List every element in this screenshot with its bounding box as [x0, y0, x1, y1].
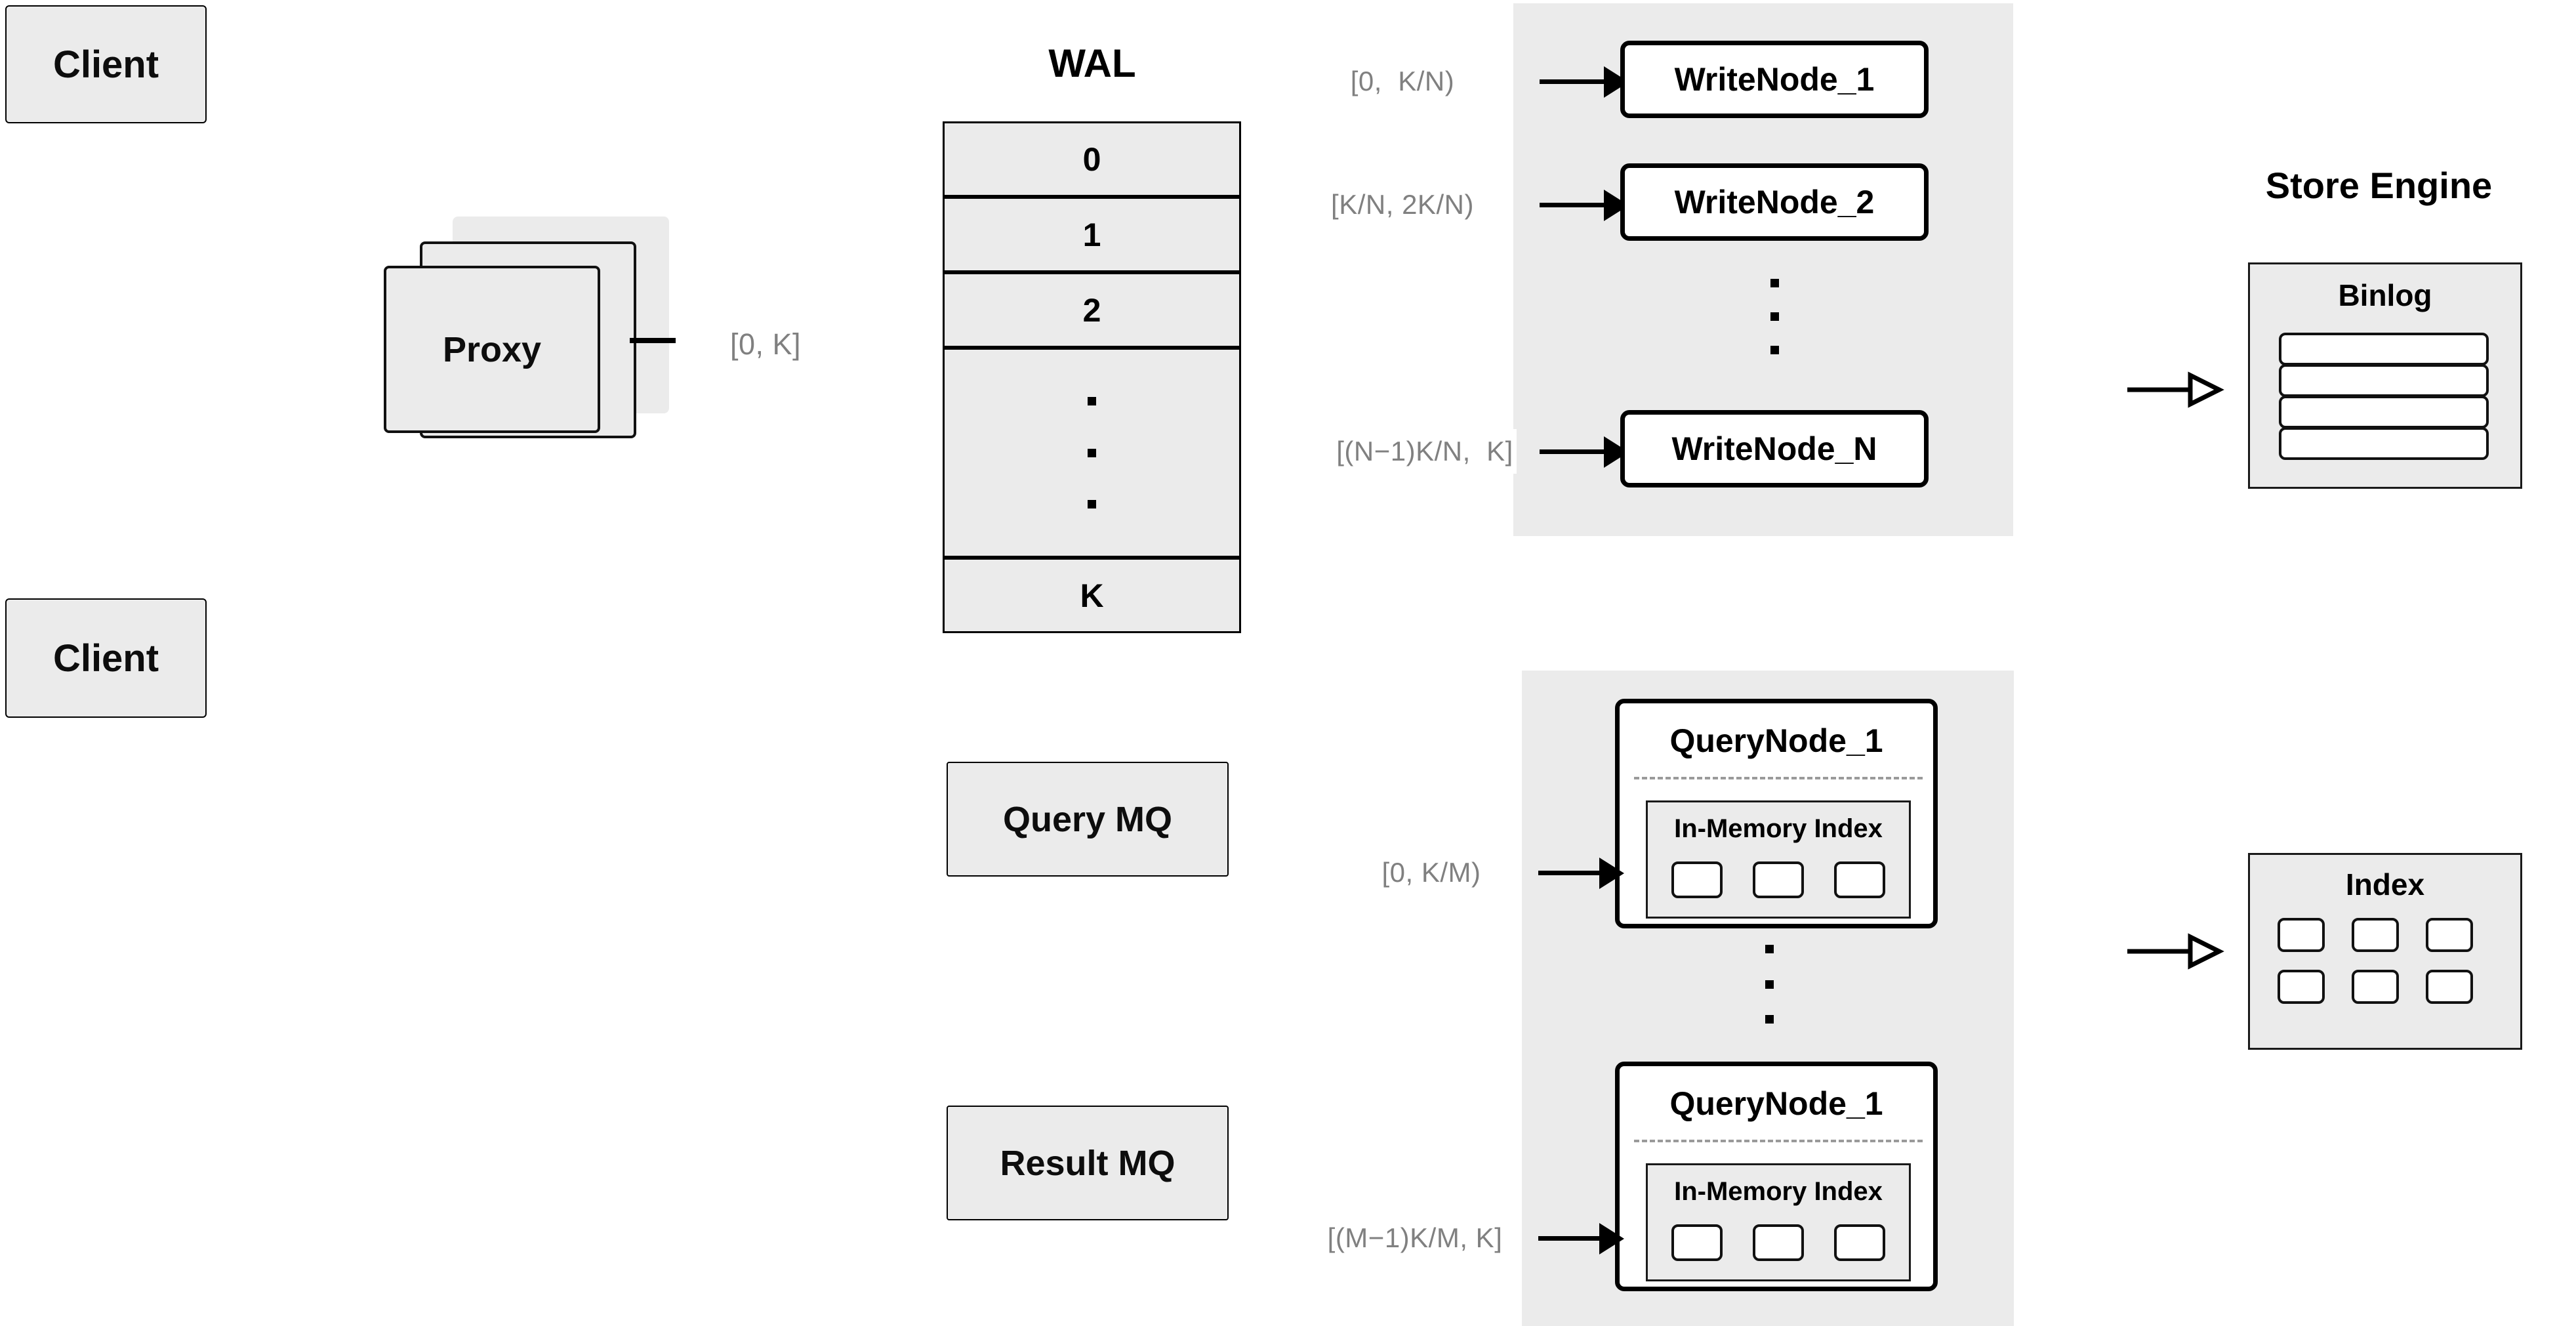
store-engine-title: Store Engine — [2265, 165, 2493, 206]
query-mq-label: Query MQ — [1002, 799, 1173, 839]
write-node-2[interactable]: WriteNode_2 — [1620, 163, 1929, 241]
index-title: Index — [2345, 867, 2425, 901]
wal-row-k[interactable]: K — [943, 558, 1241, 633]
query-node-m-in-memory-index: In-Memory Index — [1646, 1163, 1911, 1281]
query-node-m-separator — [1634, 1140, 1923, 1142]
index-cell[interactable] — [1671, 1224, 1723, 1261]
query-node-m-title: QueryNode_1 — [1669, 1085, 1883, 1122]
in-memory-index-title-1: In-Memory Index — [1674, 814, 1883, 843]
index-grid-cell[interactable] — [2426, 918, 2473, 952]
index-grid-cell[interactable] — [2278, 970, 2325, 1004]
write-node-n[interactable]: WriteNode_N — [1620, 410, 1929, 487]
write-group-ellipsis-dots — [1770, 279, 1779, 354]
query-node-1-separator — [1634, 777, 1923, 779]
result-mq-label: Result MQ — [1000, 1143, 1176, 1183]
binlog-row[interactable] — [2279, 427, 2489, 460]
query-group-ellipsis-dots — [1765, 945, 1774, 1024]
index-grid-cell[interactable] — [2426, 970, 2473, 1004]
index-cell[interactable] — [1753, 861, 1804, 898]
client-box-2[interactable]: Client — [5, 598, 207, 718]
wal-ellipsis-dots — [1088, 397, 1097, 508]
range-label-query-node-1: [0, K/M) — [1376, 850, 1486, 895]
query-node-1-title: QueryNode_1 — [1669, 722, 1883, 759]
range-label-proxy-out: [0, K] — [724, 321, 808, 367]
binlog-row[interactable] — [2279, 364, 2489, 397]
index-grid-cell[interactable] — [2352, 918, 2399, 952]
arrow-shaft-write-node-1 — [1540, 79, 1608, 84]
proxy-label: Proxy — [442, 329, 542, 369]
query-mq-box[interactable]: Query MQ — [947, 762, 1229, 877]
range-label-write-node-n: [(N−1)K/N, K] — [1333, 429, 1517, 474]
client-label-1: Client — [52, 43, 159, 86]
arrow-head-query-node-1 — [1599, 858, 1624, 889]
index-cell[interactable] — [1834, 861, 1885, 898]
wal-row-2[interactable]: 2 — [943, 272, 1241, 348]
client-box-1[interactable]: Client — [5, 5, 207, 123]
binlog-panel: Binlog — [2248, 262, 2522, 489]
arrow-shaft-write-node-2 — [1540, 203, 1608, 207]
proxy-box[interactable]: Proxy — [384, 266, 600, 433]
result-mq-box[interactable]: Result MQ — [947, 1106, 1229, 1220]
client-label-2: Client — [52, 636, 159, 680]
arrow-shaft-write-node-n — [1540, 449, 1608, 454]
index-cell[interactable] — [1671, 861, 1723, 898]
wal-row-0[interactable]: 0 — [943, 121, 1241, 197]
index-cell[interactable] — [1834, 1224, 1885, 1261]
index-grid-cell[interactable] — [2278, 918, 2325, 952]
index-grid-cell[interactable] — [2352, 970, 2399, 1004]
range-label-write-node-2: [K/N, 2K/N) — [1328, 182, 1477, 227]
binlog-title: Binlog — [2338, 278, 2432, 312]
arrow-shaft-query-node-1 — [1538, 871, 1607, 875]
range-label-query-node-m: [(M−1)K/M, K] — [1328, 1216, 1502, 1260]
index-cell[interactable] — [1753, 1224, 1804, 1261]
binlog-row[interactable] — [2279, 396, 2489, 428]
index-panel: Index — [2248, 853, 2522, 1050]
query-node-1[interactable]: QueryNode_1 In-Memory Index — [1615, 699, 1938, 928]
arrow-to-binlog — [2127, 370, 2249, 409]
wal-row-1[interactable]: 1 — [943, 197, 1241, 272]
wal-row-ellipsis — [943, 348, 1241, 558]
wal-title: WAL — [1048, 41, 1136, 85]
arrow-shaft-query-node-m — [1538, 1236, 1607, 1241]
in-memory-index-title-2: In-Memory Index — [1674, 1177, 1883, 1206]
query-node-m[interactable]: QueryNode_1 In-Memory Index — [1615, 1062, 1938, 1291]
proxy-to-wal-connector — [630, 338, 676, 343]
write-node-1[interactable]: WriteNode_1 — [1620, 41, 1929, 118]
range-label-write-node-1: [0, K/N) — [1338, 59, 1467, 104]
arrow-to-index — [2127, 932, 2249, 971]
binlog-row[interactable] — [2279, 333, 2489, 365]
query-node-1-in-memory-index: In-Memory Index — [1646, 800, 1911, 919]
arrow-head-query-node-m — [1599, 1223, 1624, 1254]
